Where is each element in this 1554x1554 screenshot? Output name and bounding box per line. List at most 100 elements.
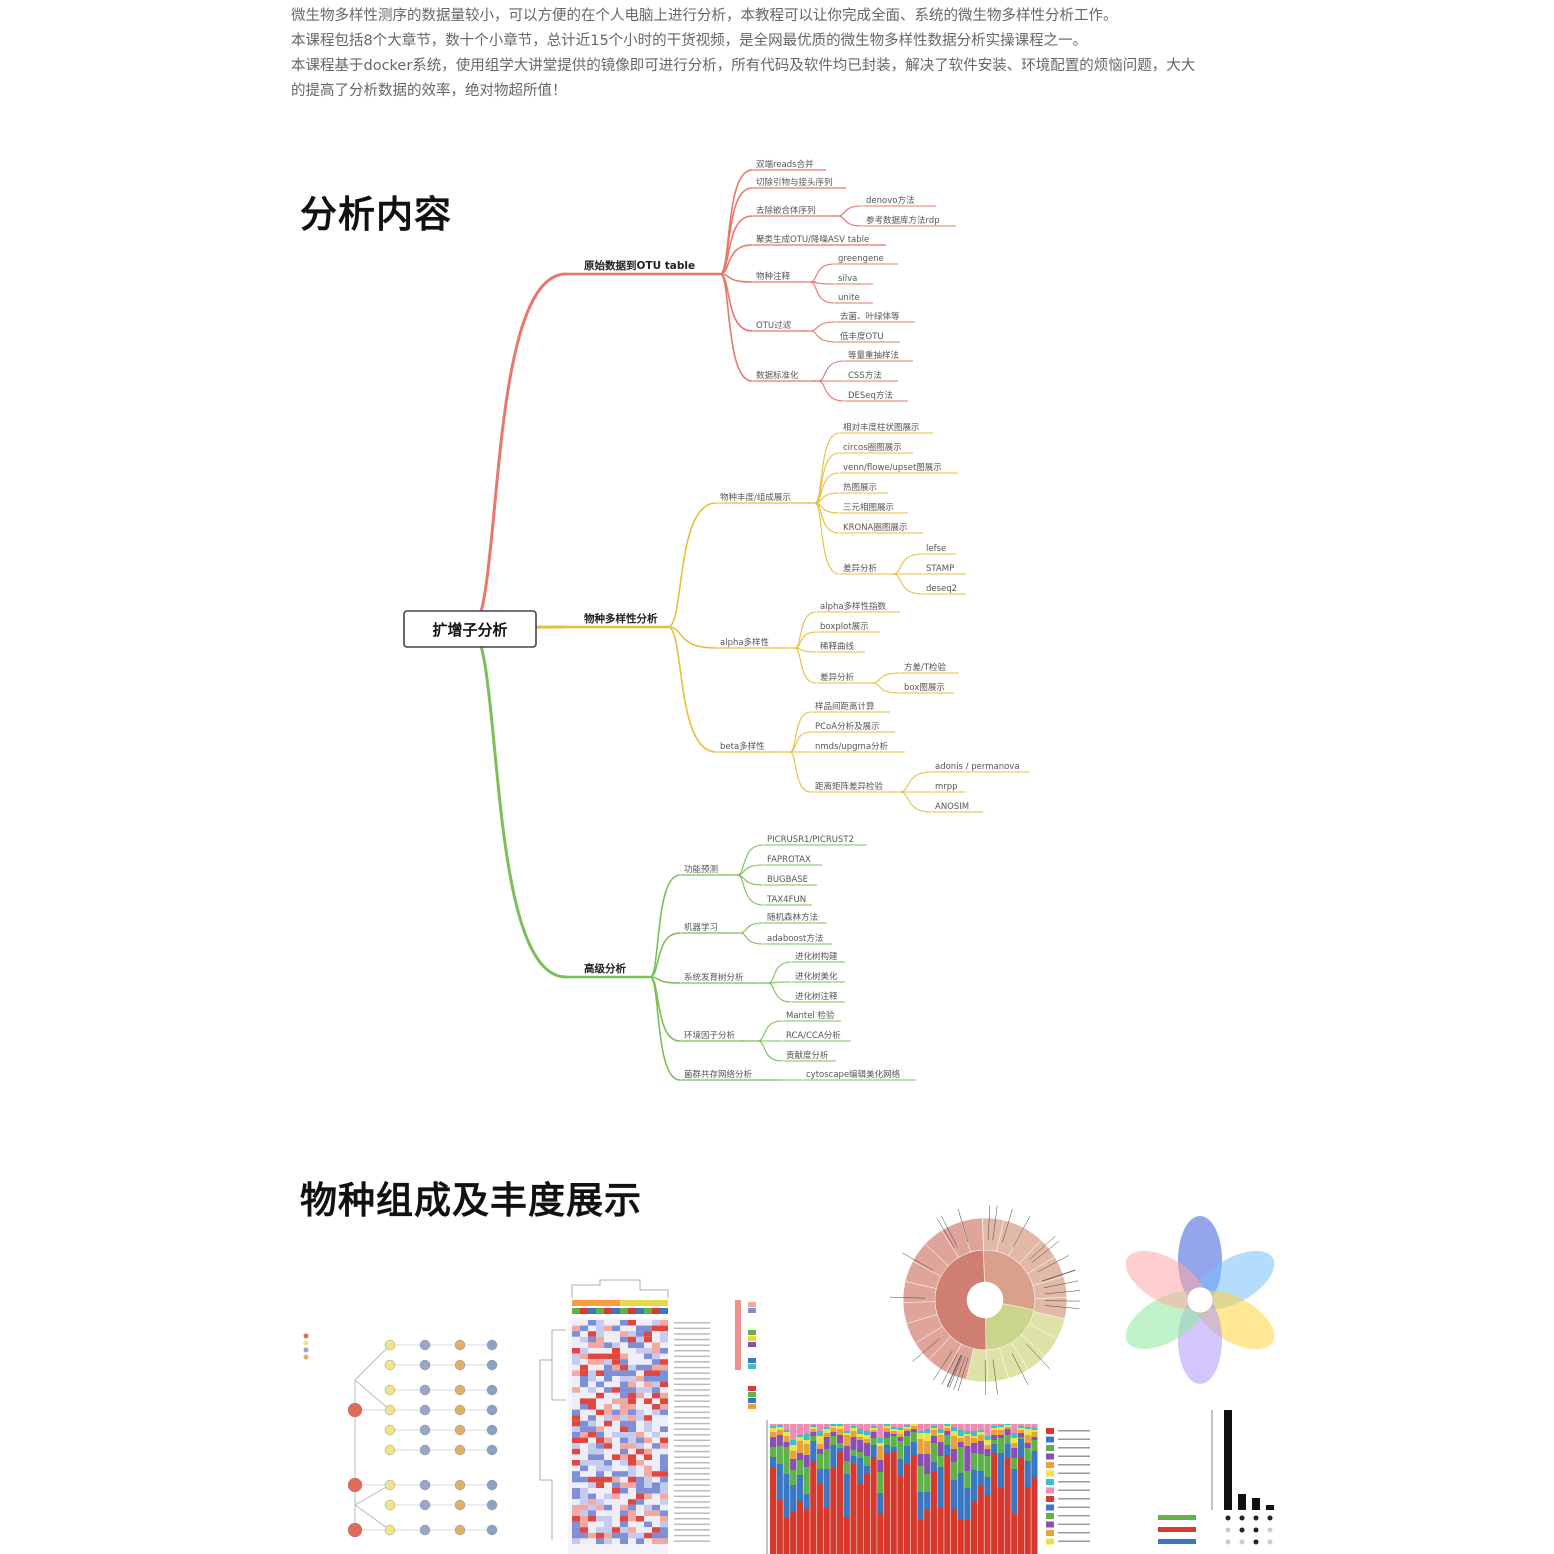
heatmap-cell <box>612 1415 620 1421</box>
heatmap-cell <box>636 1359 644 1365</box>
heatmap-annot <box>588 1308 596 1314</box>
heatmap-cell <box>572 1493 580 1500</box>
tree-node <box>384 1339 396 1351</box>
branch-1-node-0-connector <box>667 502 717 628</box>
heatmap-cell <box>628 1359 636 1365</box>
heatmap-cell <box>660 1398 668 1404</box>
bar-segment <box>991 1428 998 1430</box>
heatmap-cell <box>628 1353 636 1360</box>
heatmap-cell <box>660 1443 668 1449</box>
heatmap-annot <box>596 1300 604 1306</box>
heatmap-cell <box>628 1510 636 1516</box>
heatmap-cell <box>596 1370 604 1376</box>
heatmap-cell <box>660 1527 668 1533</box>
heatmap-annot <box>604 1308 612 1314</box>
bar-segment <box>883 1438 891 1445</box>
heatmap-rowlabel <box>674 1338 710 1341</box>
heatmap-cell <box>652 1510 660 1516</box>
heatmap-cell <box>604 1532 612 1539</box>
bar-segment <box>930 1443 937 1462</box>
bar-segment <box>1004 1427 1011 1429</box>
tree-node <box>454 1499 466 1511</box>
heatmap-cell <box>628 1381 636 1388</box>
heatmap-rowlabel <box>674 1484 710 1486</box>
branch-1-node-2-sub-connector <box>789 751 812 793</box>
heatmap-cell <box>644 1325 652 1332</box>
heatmap-annot <box>660 1308 668 1314</box>
krona-outer <box>914 1325 952 1361</box>
heatmap-cell <box>588 1527 596 1533</box>
heatmap-cell <box>644 1465 652 1472</box>
heatmap-cell <box>588 1538 596 1544</box>
heatmap-cell <box>644 1532 652 1539</box>
heatmap-cell <box>660 1364 668 1371</box>
bar-segment <box>803 1424 810 1434</box>
bar-segment <box>944 1455 951 1554</box>
heatmap-cell <box>572 1392 580 1399</box>
heatmap-cell <box>636 1482 644 1488</box>
heatmap-cell <box>572 1359 580 1365</box>
heatmap-cell <box>644 1488 652 1494</box>
branch-1-node-0-sub-leaf-0: lefse <box>926 544 946 554</box>
heatmap-cell <box>612 1510 620 1516</box>
venn-petal <box>1194 1290 1275 1350</box>
tree-node <box>419 1339 431 1351</box>
heatmap-cell <box>604 1404 612 1410</box>
heatmap-cell <box>572 1532 580 1539</box>
heatmap-cell <box>596 1331 604 1337</box>
krona-label-line <box>1041 1269 1076 1282</box>
bar-segment <box>917 1433 924 1439</box>
branch-1-node-0-sub: 差异分析 <box>843 563 878 574</box>
bar-segment <box>796 1475 803 1502</box>
heatmap-rowlabel <box>674 1428 710 1430</box>
tree-node <box>384 1499 396 1511</box>
bar-segment <box>1031 1437 1038 1440</box>
heatmap-cell <box>636 1392 644 1399</box>
heatmap-cell <box>604 1325 612 1332</box>
krona-label-line <box>992 1359 998 1395</box>
heatmap-cell <box>580 1325 588 1332</box>
heatmap-cell <box>628 1331 636 1337</box>
heatmap-bg <box>568 1318 668 1554</box>
heatmap-rowlabel <box>674 1495 710 1498</box>
heatmap-cell <box>652 1516 660 1522</box>
bar-segment <box>816 1449 824 1454</box>
heatmap-cell <box>596 1348 604 1354</box>
bar-segment <box>803 1467 810 1494</box>
bar-segment <box>776 1446 783 1464</box>
heatmap-cell <box>620 1392 628 1399</box>
bar-segment <box>816 1469 824 1484</box>
heatmap-annot <box>620 1308 628 1314</box>
bar-segment <box>997 1427 1004 1430</box>
heatmap-cell <box>612 1320 620 1326</box>
heatmap-cell <box>604 1510 612 1516</box>
bar-segment <box>937 1424 944 1429</box>
heatmap-cell <box>596 1359 604 1365</box>
krona-label-line <box>936 1217 955 1249</box>
heatmap-cell <box>580 1448 588 1455</box>
branch-1-node-0-leaf-1: circos圈图展示 <box>843 443 902 453</box>
heatmap-annot <box>612 1300 620 1306</box>
tree-node <box>486 1499 498 1511</box>
heatmap-cell <box>604 1420 612 1427</box>
heatmap-cell <box>628 1398 636 1404</box>
heatmap-cell <box>604 1527 612 1533</box>
heatmap-cell <box>636 1527 644 1533</box>
tree-node <box>347 1477 363 1493</box>
bar-segment <box>930 1436 937 1443</box>
heatmap-cell <box>628 1482 636 1488</box>
bar-segment <box>843 1446 850 1461</box>
heatmap-cell <box>652 1392 660 1399</box>
heatmap-cell <box>620 1516 628 1522</box>
heatmap-cell <box>604 1448 612 1455</box>
branch-1-node-1-sub: 差异分析 <box>820 672 855 683</box>
heatmap-cell <box>588 1320 596 1326</box>
section-title-composition: 物种组成及丰度展示 <box>300 1179 642 1222</box>
heatmap-cell <box>596 1342 604 1348</box>
bar-segment <box>950 1424 958 1427</box>
heatmap-cell <box>652 1387 660 1393</box>
heatmap-cell <box>572 1420 580 1427</box>
heatmap-cell <box>588 1342 596 1348</box>
bar-segment <box>883 1424 891 1426</box>
heatmap-cell <box>612 1376 620 1382</box>
